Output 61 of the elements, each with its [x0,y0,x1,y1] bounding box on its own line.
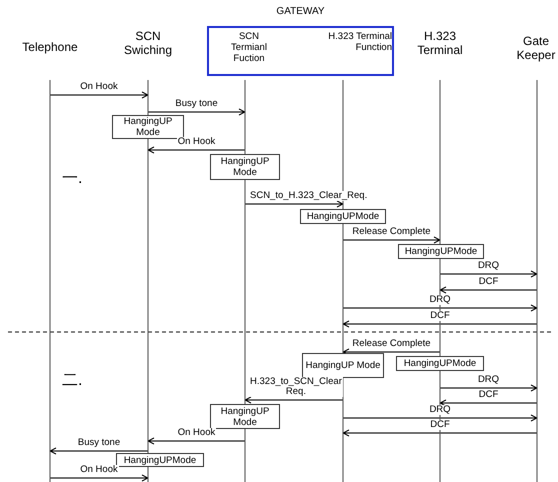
state-box [210,154,280,180]
message-label: H.323_to_SCN_Clear Req. [249,377,343,397]
state-box [210,404,280,429]
message-arrow [440,384,538,392]
message-arrow [342,348,440,356]
state-label: HangingUPMode [306,211,380,222]
state-label: HangingUPMode [404,358,476,369]
message-arrow [440,400,538,406]
message-arrow [342,430,538,436]
message-arrow [440,286,538,294]
section-number: 一. [62,170,82,188]
function-label: H.323 Terminal Function [328,31,392,65]
message-arrow [440,270,538,278]
message-label: DCF [429,311,451,321]
message-label: On Hook [79,465,119,475]
lifeline-label: SCN Swiching [120,29,176,58]
state-label: HangingUP Mode [220,156,270,178]
message-arrow [148,146,246,154]
message-arrow [148,108,246,116]
message-label: DRQ [428,295,452,305]
message-label: DRQ [476,261,500,271]
lifeline-label: Telephone [16,40,84,55]
message-label: Busy tone [174,99,219,109]
message-label: DCF [478,277,500,287]
function-label: SCN Termianl Fuction [229,31,269,65]
message-arrow [342,304,538,312]
message-arrow [342,236,440,244]
state-box [302,353,384,378]
message-label: On Hook [79,82,119,92]
lifeline-label: Gate Keeper [514,34,558,63]
message-label: On Hook [176,137,216,147]
message-arrow [244,200,344,208]
message-label: On Hook [176,428,216,438]
state-box [398,244,484,259]
message-arrow [50,474,148,482]
message-label: DRQ [428,405,452,415]
message-label: DRQ [476,375,500,385]
state-label: HangingUP Mode [122,116,174,138]
message-arrow [342,320,538,328]
message-arrow [50,92,148,98]
message-arrow [244,396,344,404]
message-label: Busy tone [76,438,122,448]
message-label: Release Complete [351,227,432,237]
state-box [112,115,184,139]
group-title: GATEWAY [275,6,326,18]
section-number: 二. [62,372,82,390]
message-label: SCN_to_H.323_Clear_Req. [249,191,368,201]
message-arrow [342,414,538,422]
state-label: HangingUP Mode [220,406,270,428]
state-label: HangingUPMode [404,246,478,257]
state-label: HangingUPMode [124,454,196,466]
message-label: Release Complete [351,339,432,349]
state-box [116,453,204,467]
state-box [300,209,386,224]
message-arrow [148,438,246,444]
state-box [396,356,484,371]
message-arrow [50,448,148,454]
state-label: HangingUP Mode [306,360,380,371]
message-label: DCF [478,390,500,400]
lifeline-label: H.323 Terminal [412,29,468,58]
message-label: DCF [429,420,451,430]
